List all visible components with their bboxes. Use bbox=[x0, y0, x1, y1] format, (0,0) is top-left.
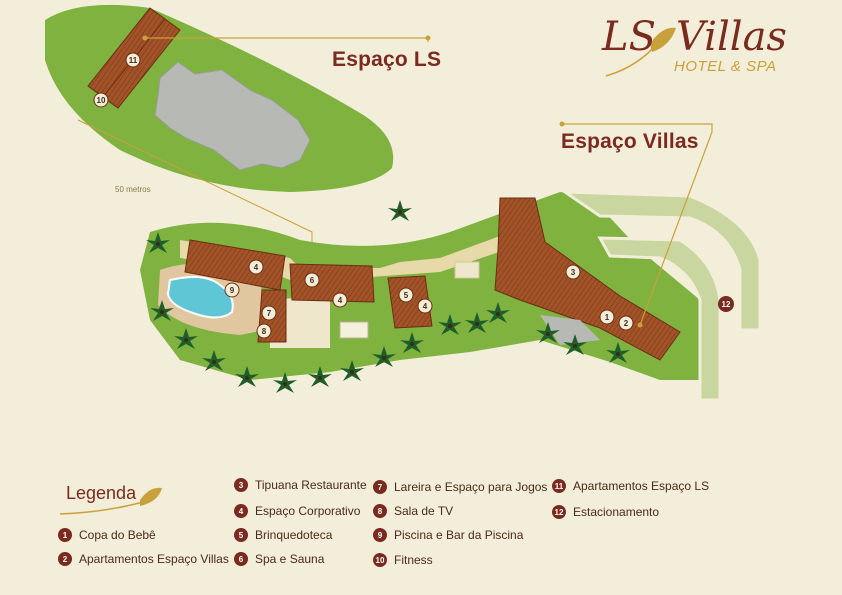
marker-9: 9 bbox=[230, 286, 235, 295]
marker-12-label: 12 bbox=[722, 300, 731, 309]
marker-8: 8 bbox=[262, 327, 267, 336]
espaco-ls-area bbox=[45, 4, 431, 192]
marker-1: 1 bbox=[605, 313, 610, 322]
brand-name-villas: Villas bbox=[676, 14, 787, 60]
marker-4a: 4 bbox=[254, 263, 259, 272]
legend-title: Legenda bbox=[66, 483, 137, 503]
brand-subtitle: HOTEL & SPA bbox=[674, 58, 777, 75]
area-label-espaco-villas: Espaço Villas bbox=[561, 130, 699, 153]
marker-6: 6 bbox=[310, 276, 315, 285]
marker-5: 5 bbox=[404, 291, 409, 300]
marker-3: 3 bbox=[571, 268, 576, 277]
scale-label: 50 metros bbox=[115, 185, 151, 194]
marker-4b: 4 bbox=[338, 296, 343, 305]
marker-4c: 4 bbox=[423, 302, 428, 311]
marker-11: 11 bbox=[129, 56, 138, 65]
marker-2: 2 bbox=[624, 319, 629, 328]
marker-12 bbox=[718, 296, 734, 312]
main-grounds bbox=[140, 190, 762, 402]
map-markers: 11 10 4 6 4 9 7 8 5 4 3 1 2 bbox=[93, 52, 634, 339]
area-label-espaco-ls: Espaço LS bbox=[332, 48, 442, 71]
marker-7: 7 bbox=[267, 309, 272, 318]
marker-10: 10 bbox=[97, 96, 106, 105]
brand-name-ls: LS bbox=[602, 14, 656, 60]
